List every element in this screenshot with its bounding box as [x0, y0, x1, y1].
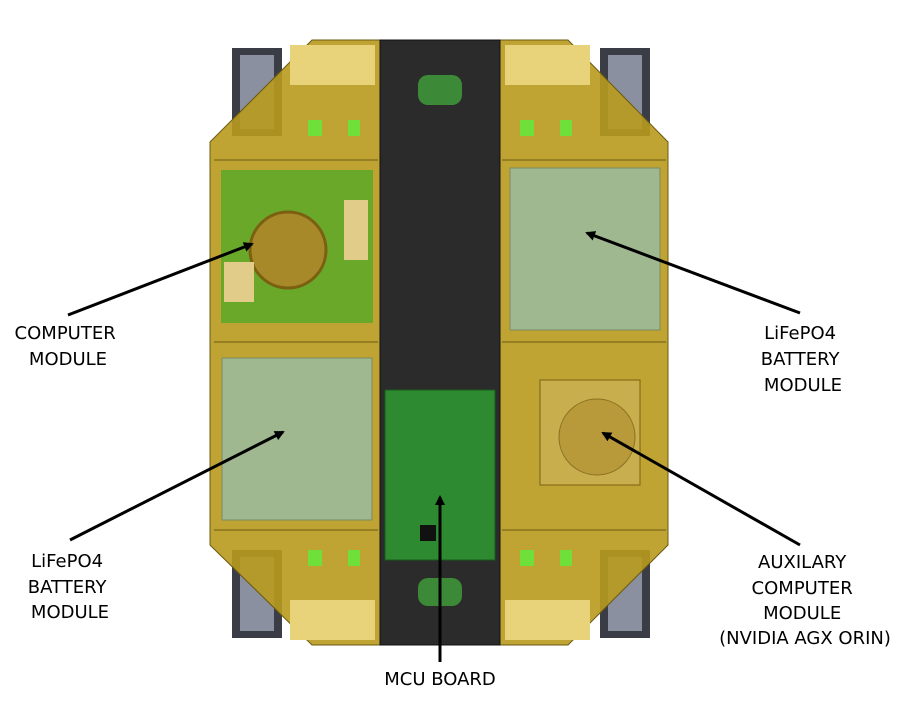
bottom-right-panel: [505, 600, 590, 640]
arrow-auxiliary: [601, 431, 801, 547]
label-battery-right: LiFePO4 BATTERY MODULE: [761, 323, 845, 396]
arrow-computer: [67, 242, 254, 317]
top-right-panel: [505, 45, 590, 85]
label-auxiliary-computer: AUXILARY COMPUTER MODULE (NVIDIA AGX ORI…: [719, 552, 891, 649]
bottom-left-panel: [290, 600, 375, 640]
battery-module-left: [221, 357, 373, 521]
cpu-fan: [248, 210, 328, 290]
label-battery-left: LiFePO4 BATTERY MODULE: [28, 551, 112, 623]
arrow-battery-right: [585, 231, 801, 315]
battery-module-right: [509, 167, 661, 331]
top-sensor-board: [418, 75, 462, 105]
top-left-panel: [290, 45, 375, 85]
label-computer-module: COMPUTER MODULE: [15, 323, 122, 370]
label-mcu-board: MCU BOARD: [384, 669, 496, 690]
arrow-battery-left: [69, 430, 285, 542]
